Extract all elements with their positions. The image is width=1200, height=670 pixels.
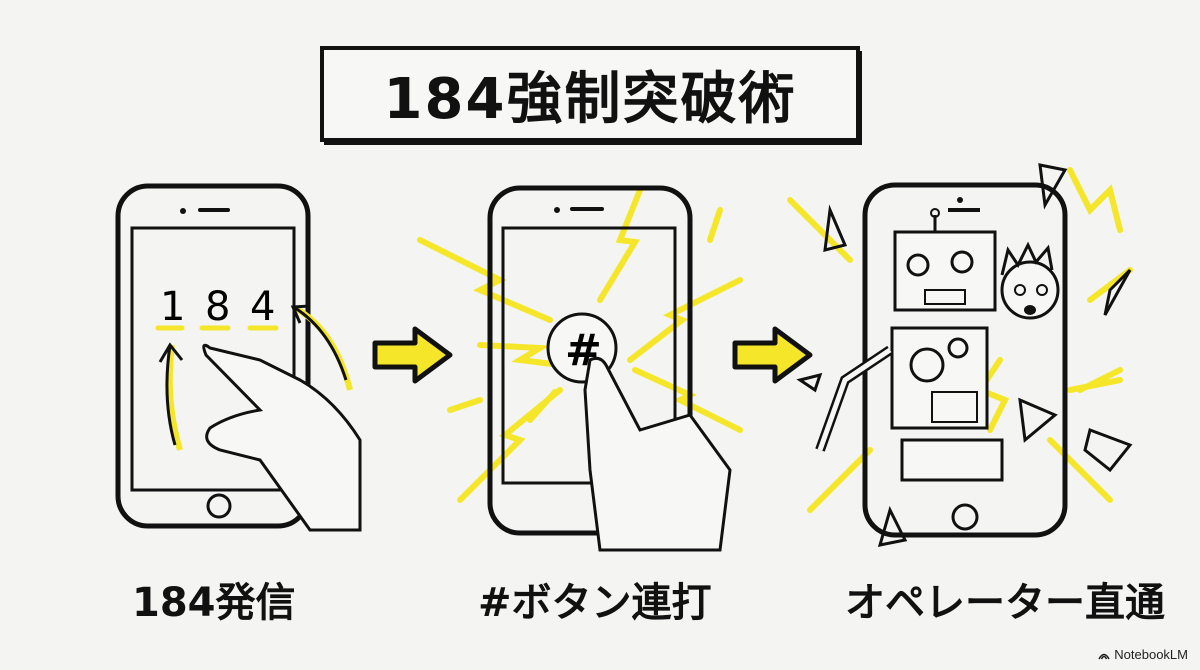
phone-dial-illustration: 1 8 4 — [115, 183, 362, 532]
watermark: NotebookLM — [1098, 647, 1188, 662]
step-3-label: オペレーター直通 — [845, 580, 1165, 626]
arrow-right-icon — [372, 326, 453, 384]
watermark-text: NotebookLM — [1114, 647, 1188, 662]
dial-digit: 1 — [160, 284, 185, 330]
step-1-label: 184発信 — [132, 580, 296, 626]
phone-robot-operator-illustration — [787, 163, 1133, 547]
title-box: 184強制突破術 — [320, 46, 860, 142]
step-2-label: #ボタン連打 — [478, 580, 712, 626]
dial-digit: 8 — [205, 284, 230, 330]
phone-hash-illustration: # — [417, 185, 743, 552]
dial-digit: 4 — [250, 284, 275, 330]
page-title: 184強制突破術 — [383, 66, 797, 132]
arrow-right-icon — [732, 326, 813, 384]
notebooklm-logo-icon — [1098, 653, 1110, 659]
